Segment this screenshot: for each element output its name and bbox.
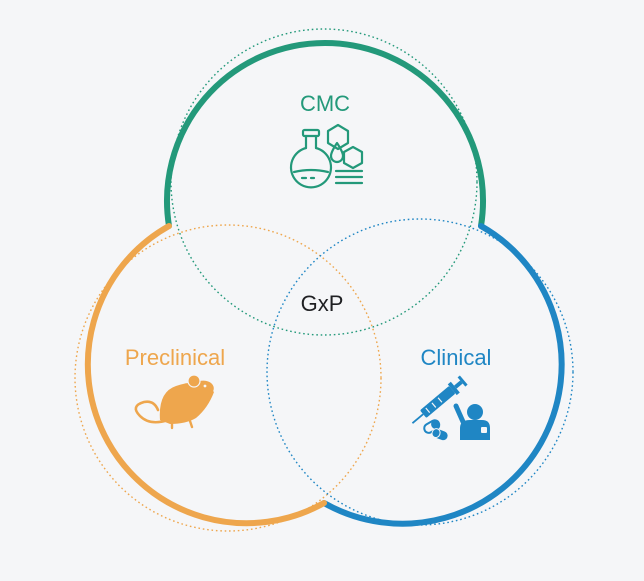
clinical-outer-arc bbox=[321, 223, 565, 527]
preclinical-dotted-circle bbox=[74, 224, 382, 532]
cmc-outer-arc bbox=[164, 40, 486, 229]
preclinical-label: Preclinical bbox=[125, 345, 225, 370]
chemistry-flask-icon bbox=[289, 123, 364, 189]
cmc-label: CMC bbox=[300, 91, 350, 116]
clinical-label: Clinical bbox=[421, 345, 492, 370]
mouse-icon bbox=[134, 374, 214, 430]
clinical-dotted-circle bbox=[266, 218, 574, 526]
gxp-center-label: GxP bbox=[301, 291, 344, 316]
clinical-patient-syringe-icon bbox=[411, 375, 490, 441]
cmc-dotted-circle bbox=[170, 28, 478, 336]
preclinical-outer-arc bbox=[84, 223, 327, 527]
